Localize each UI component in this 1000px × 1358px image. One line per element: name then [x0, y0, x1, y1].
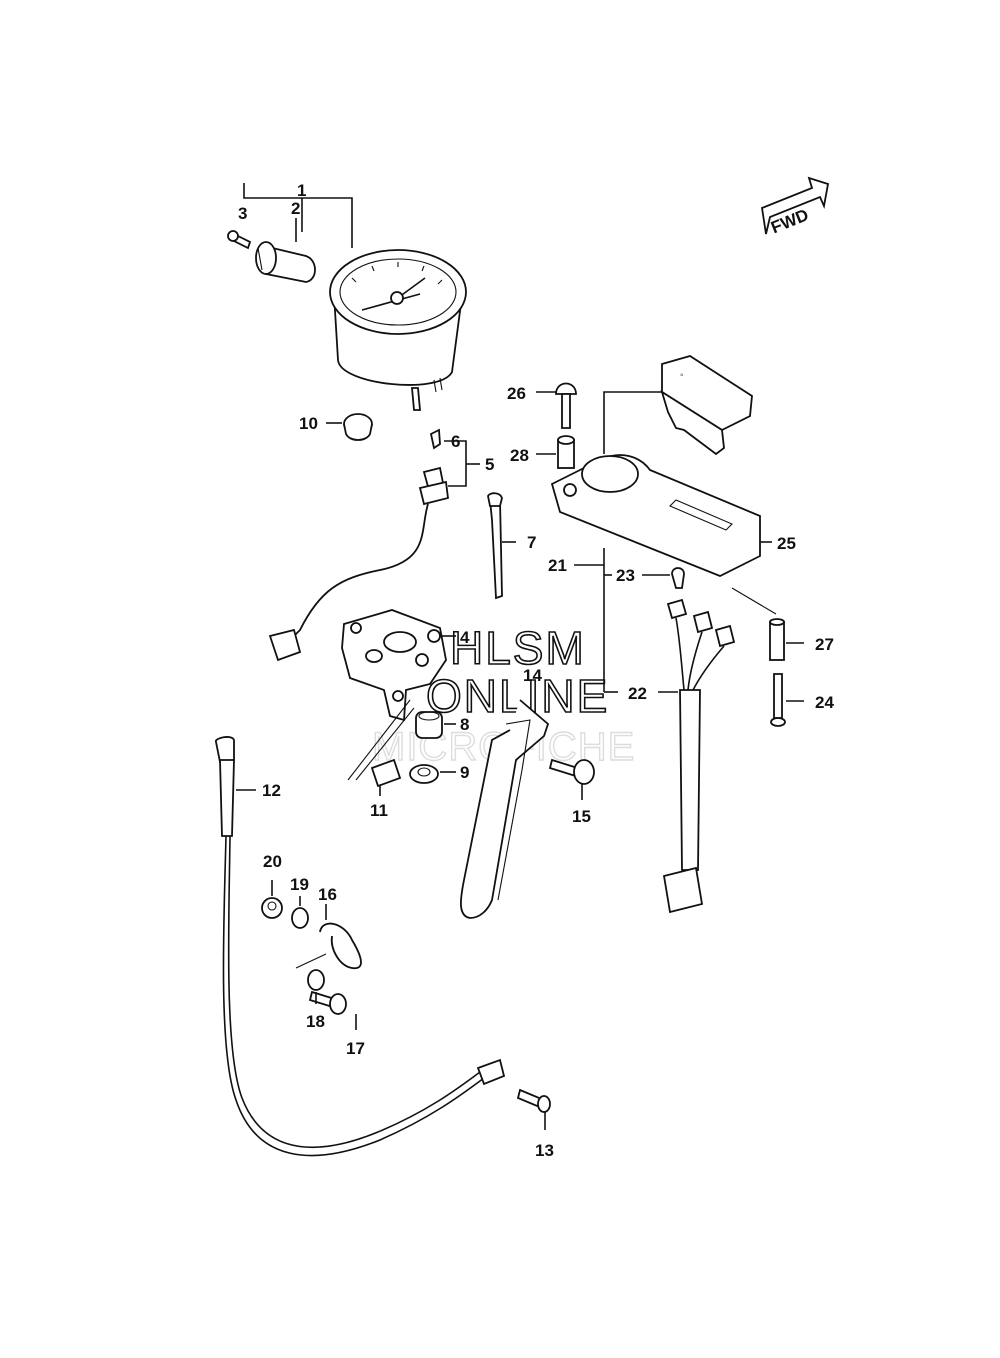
callout-19: 19	[290, 875, 309, 894]
callout-7: 7	[527, 533, 536, 552]
callout-21: 21	[548, 556, 567, 575]
callout-26: 26	[507, 384, 526, 403]
bolt-part-17	[308, 990, 347, 1015]
spacer-part-28	[536, 435, 575, 469]
callout-6: 6	[451, 432, 460, 451]
nut-part-20	[261, 897, 283, 919]
callout-20: 20	[263, 852, 282, 871]
gauge-part-1	[329, 249, 467, 411]
washer-part-18	[295, 953, 327, 991]
callout-labels: 1 2 3 4 5 6 7 8 9 10 11 12 13 14 15 16 1…	[238, 181, 834, 1160]
grommet-part-8	[415, 711, 456, 739]
callout-12: 12	[262, 781, 281, 800]
callout-3: 3	[238, 204, 247, 223]
callout-8: 8	[460, 715, 469, 734]
callout-22: 22	[628, 684, 647, 703]
bulb-part-23	[642, 567, 685, 589]
bolt-part-15	[548, 758, 595, 785]
wire-loop-part-14	[460, 699, 550, 919]
callout-15: 15	[572, 807, 591, 826]
callout-9: 9	[460, 763, 469, 782]
fwd-arrow-icon: FWD	[761, 176, 830, 237]
cap-part-10	[326, 413, 373, 441]
harness-part-22	[658, 598, 736, 914]
sleeve-part-2	[255, 241, 316, 283]
indicator-lens: ◦	[603, 355, 753, 456]
clip-part-16	[319, 904, 362, 970]
bolt-part-11	[347, 699, 415, 796]
screw-part-13	[516, 1088, 551, 1113]
callout-14: 14	[523, 666, 542, 685]
callout-16: 16	[318, 885, 337, 904]
bracket-part-4	[341, 609, 456, 722]
screw-part-26	[536, 382, 577, 429]
leader-group-21	[574, 548, 618, 693]
callout-10: 10	[299, 414, 318, 433]
callout-11: 11	[370, 801, 388, 820]
callout-18: 18	[306, 1012, 325, 1031]
indicator-housing-part-25	[550, 454, 772, 577]
callout-17: 17	[346, 1039, 365, 1058]
nut-part-9	[409, 764, 456, 784]
spacer-part-27	[731, 587, 804, 661]
leader-group-1	[243, 183, 353, 248]
washer-part-19	[291, 907, 309, 929]
watermark-line-1: HLSM	[450, 622, 586, 674]
cable-tie-part-7	[487, 492, 516, 600]
callout-4: 4	[460, 628, 470, 647]
callout-5: 5	[485, 455, 494, 474]
screw-part-24	[770, 673, 804, 727]
callout-2: 2	[291, 199, 300, 218]
cable-part-12	[215, 736, 506, 1157]
callout-24: 24	[815, 693, 834, 712]
callout-23: 23	[616, 566, 635, 585]
leader-lines-misc	[271, 784, 583, 1130]
callout-25: 25	[777, 534, 796, 553]
callout-27: 27	[815, 635, 834, 654]
callout-13: 13	[535, 1141, 554, 1160]
socket-part-5	[268, 428, 480, 662]
screw-part-3	[227, 230, 252, 250]
svg-text:◦: ◦	[680, 370, 684, 381]
callout-28: 28	[510, 446, 529, 465]
callout-1: 1	[297, 181, 306, 200]
